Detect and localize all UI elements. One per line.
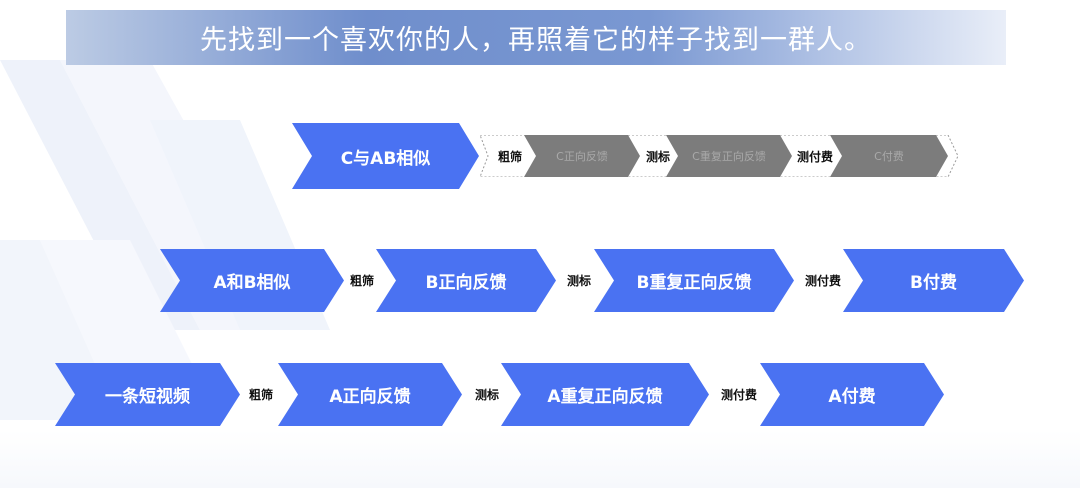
bottom-step-1: A正向反馈 [278, 363, 462, 426]
top-connector-2: 测标 [645, 149, 670, 164]
top-flow-outline [480, 135, 959, 177]
middle-connector-2: 测标 [566, 274, 591, 288]
top-connector-3: 测付费 [796, 149, 833, 164]
top-start-chevron: C与AB相似 [292, 123, 479, 189]
page-title: 先找到一个喜欢你的人，再照着它的样子找到一群人。 [200, 25, 872, 56]
background-fade [0, 430, 1080, 488]
bottom-connector-3: 测付费 [720, 388, 757, 402]
bottom-step-3: A付费 [760, 363, 944, 426]
top-step-3: C付费 [830, 135, 948, 177]
top-start-label: C与AB相似 [340, 148, 431, 169]
bottom-connector-1: 粗筛 [248, 388, 273, 402]
middle-connector-1: 粗筛 [349, 274, 374, 288]
top-step-2: C重复正向反馈 [666, 135, 792, 177]
top-step-1: C正向反馈 [524, 135, 640, 177]
middle-start-chevron: A和B相似 [160, 249, 344, 312]
middle-step-1: B正向反馈 [376, 249, 556, 312]
middle-connector-3: 测付费 [804, 274, 841, 288]
title-bar: 先找到一个喜欢你的人，再照着它的样子找到一群人。 [66, 10, 1006, 65]
middle-step-3: B付费 [843, 249, 1024, 312]
bottom-connector-2: 测标 [474, 388, 499, 402]
top-connector-1: 粗筛 [497, 149, 522, 164]
bottom-start-chevron: 一条短视频 [55, 363, 240, 426]
bottom-step-2: A重复正向反馈 [501, 363, 709, 426]
middle-step-2: B重复正向反馈 [594, 249, 794, 312]
